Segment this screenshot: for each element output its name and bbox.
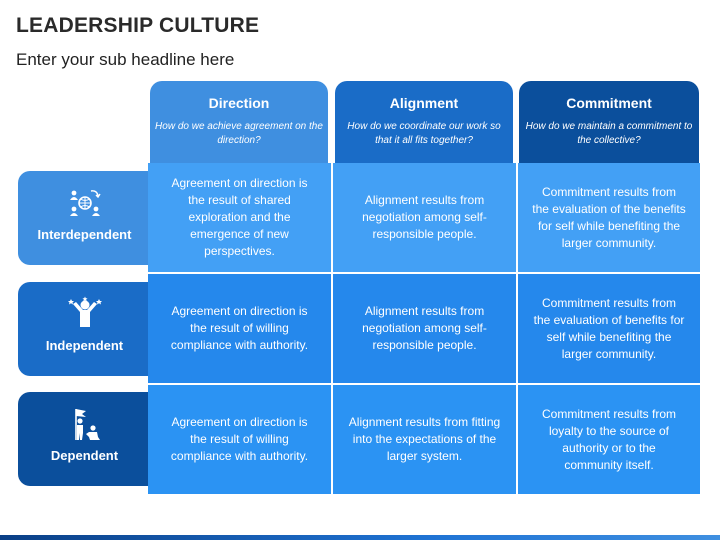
row-label: Interdependent <box>37 227 132 242</box>
row-header-independent: Independent <box>18 282 151 376</box>
column-question: How do we coordinate our work so that it… <box>347 121 501 146</box>
cell-interdependent-alignment: Alignment results from negotiation among… <box>333 163 516 272</box>
cell-interdependent-commitment: Commitment results from the evaluation o… <box>518 163 700 272</box>
cell-independent-alignment: Alignment results from negotiation among… <box>333 274 516 383</box>
cell-dependent-commitment: Commitment results from loyalty to the s… <box>518 385 700 494</box>
cell-independent-commitment: Commitment results from the evaluation o… <box>518 274 700 383</box>
column-header-commitment: Commitment How do we maintain a commitme… <box>519 81 699 163</box>
row-header-interdependent: Interdependent <box>18 171 151 265</box>
cell-independent-direction: Agreement on direction is the result of … <box>148 274 331 383</box>
column-header-alignment: Alignment How do we coordinate our work … <box>335 81 513 163</box>
bottom-accent-bar <box>0 535 720 540</box>
column-question: How do we maintain a commitment to the c… <box>525 121 693 146</box>
page-subtitle: Enter your sub headline here <box>16 50 235 69</box>
row-header-dependent: Dependent <box>18 392 151 486</box>
cell-dependent-alignment: Alignment results from fitting into the … <box>333 385 516 494</box>
row-label: Dependent <box>50 448 119 463</box>
row-label: Independent <box>45 338 124 353</box>
column-header-direction: Direction How do we achieve agreement on… <box>150 81 328 163</box>
column-question: How do we achieve agreement on the direc… <box>155 121 323 146</box>
person-raised-arms-icon <box>67 296 102 327</box>
network-people-icon <box>69 190 101 216</box>
cell-dependent-direction: Agreement on direction is the result of … <box>148 385 331 494</box>
column-title: Commitment <box>566 95 652 111</box>
cell-interdependent-direction: Agreement on direction is the result of … <box>148 163 331 272</box>
column-title: Alignment <box>389 95 459 111</box>
culture-matrix: Agreement on direction is the result of … <box>148 163 700 494</box>
page-title: LEADERSHIP CULTURE <box>16 14 260 37</box>
column-title: Direction <box>208 95 270 111</box>
flag-follower-icon <box>74 409 100 440</box>
